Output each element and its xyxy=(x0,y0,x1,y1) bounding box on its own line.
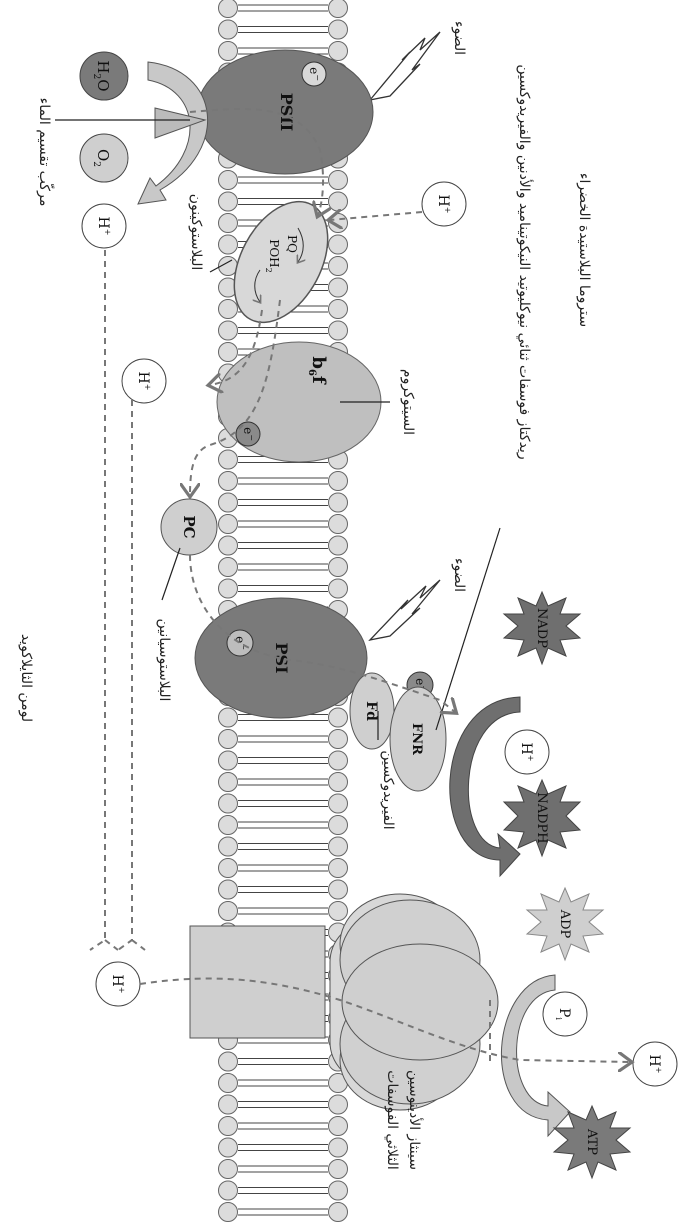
nadph-molecule: NADPH xyxy=(504,780,580,856)
water-splitting-label: مركّب تقسيم الماء xyxy=(36,98,54,207)
atp-synthase-label-line2: الثلاثي الفوسفات xyxy=(384,1070,400,1169)
plastocyanin-pointer xyxy=(162,548,180,600)
electron-icon: e− xyxy=(236,422,260,446)
light-label: الضوء xyxy=(451,21,467,55)
plastoquinone-label: البلاستوكينون xyxy=(188,194,204,271)
cytochrome-label: السيتوكروم xyxy=(400,369,416,435)
water-splitting-arrow xyxy=(138,62,208,204)
proton-icon: H+ xyxy=(633,1042,677,1086)
svg-text:NADP: NADP xyxy=(534,608,549,648)
proton-icon: H+ xyxy=(505,730,549,774)
proton-icon: H+ xyxy=(96,962,140,1006)
light-bolt-icon xyxy=(370,32,440,100)
proton-icon: H+ xyxy=(122,359,166,403)
psii-label: PSII xyxy=(277,93,296,132)
light-label-psi: الضوء xyxy=(451,558,467,592)
atp-synthase-label-line1: سينثاز الأدينوسين xyxy=(406,1070,424,1170)
light-bolt-icon xyxy=(370,580,440,640)
svg-text:PQ: PQ xyxy=(285,235,299,253)
nadp-reduction-arrow xyxy=(450,697,520,876)
svg-text:PC: PC xyxy=(180,515,198,538)
proton-icon: H+ xyxy=(82,204,126,248)
adp-molecule: ADP xyxy=(527,888,603,960)
phosphate-molecule: Pi xyxy=(543,992,587,1036)
svg-text:NADPH: NADPH xyxy=(534,792,549,843)
svg-text:ADP: ADP xyxy=(557,909,572,939)
fnr-label: FNR xyxy=(409,723,424,755)
proton-icon: H+ xyxy=(422,182,466,226)
electron-icon: e− xyxy=(227,630,253,656)
oxygen-molecule: O2 xyxy=(80,134,128,182)
fnr-pointer xyxy=(436,528,500,730)
plastocyanin-complex: PC xyxy=(161,499,217,555)
nadp-reductase-label: ريدكتاز فوسفات ثنائي نيوكليوتيد النيكوتي… xyxy=(516,64,534,459)
fd-label: Fd xyxy=(363,701,379,721)
nadp-molecule: NADP xyxy=(504,592,580,664)
lumen-label: لومن الثايلاكويد xyxy=(18,634,34,722)
ferredoxin-label: الفيريدوكسين xyxy=(380,750,396,829)
stroma-label: ستروما البلاستيدة الخضراء xyxy=(576,173,592,327)
water-molecule: H2O xyxy=(80,52,128,100)
svg-text:ATP: ATP xyxy=(584,1128,599,1155)
electron-icon: e− xyxy=(302,62,326,86)
plastocyanin-label: البلاستوسيانين xyxy=(156,619,172,702)
